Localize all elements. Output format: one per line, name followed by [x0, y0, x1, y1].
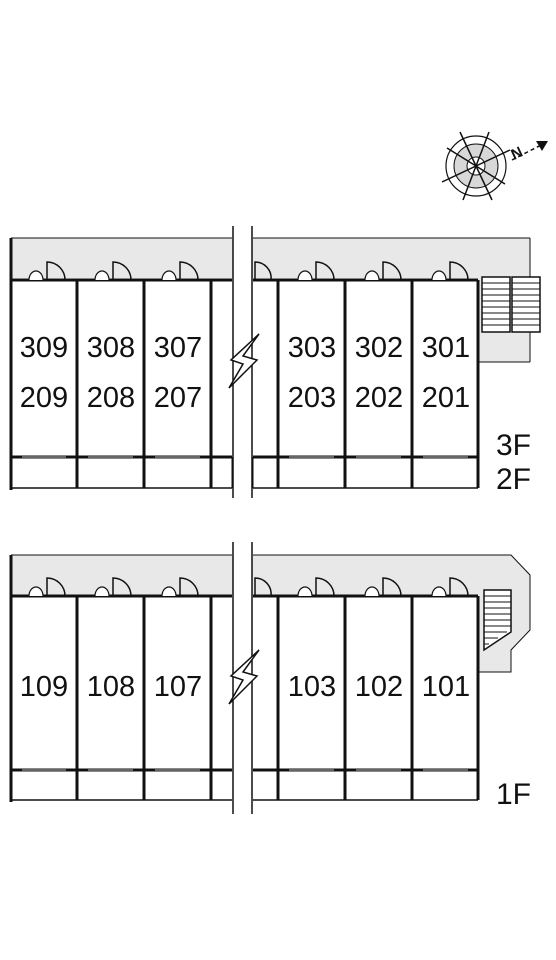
- meter-boxes-lower: [28, 586, 447, 597]
- floor-label-2f: 2F: [496, 463, 531, 496]
- unit-label-1f: 109: [20, 671, 68, 703]
- unit-label-1f: 107: [154, 671, 202, 703]
- balcony-partitions-upper: [231, 457, 254, 488]
- unit-label-1f: 108: [87, 671, 135, 703]
- unit-label-3f: 309: [20, 332, 68, 364]
- unit-label-1f: 101: [422, 671, 470, 703]
- unit-label-1f: 102: [355, 671, 403, 703]
- north-arrow-compass-icon: N: [441, 131, 548, 201]
- unit-label-2f: 203: [288, 382, 336, 414]
- unit-label-2f: 208: [87, 382, 135, 414]
- unit-label-3f: 308: [87, 332, 135, 364]
- floor-label-3f: 3F: [496, 429, 531, 462]
- corridor-lower: [11, 555, 511, 595]
- floor-label-1f: 1F: [496, 778, 531, 811]
- break-symbol-upper: [228, 333, 260, 389]
- doors-upper: [46, 261, 469, 281]
- unit-label-2f: 209: [20, 382, 68, 414]
- unit-labels-lower: 109 108 107 103 102 101: [20, 671, 470, 703]
- break-symbol-lower: [228, 649, 260, 705]
- unit-label-3f: 307: [154, 332, 202, 364]
- unit-label-3f: 302: [355, 332, 403, 364]
- unit-label-2f: 207: [154, 382, 202, 414]
- lower-block: 109 108 107 103 102 101 1F: [9, 542, 531, 814]
- corridor-edge-lower-right: [253, 554, 531, 673]
- stairs-lower: [483, 589, 512, 652]
- doors-lower: [46, 577, 469, 597]
- unit-label-3f: 301: [422, 332, 470, 364]
- party-walls-lower: [75, 596, 414, 800]
- upper-block: 309 308 307 303 302 301 209 208 207 203 …: [9, 226, 541, 498]
- stairs-upper: [481, 276, 541, 333]
- unit-labels-upper: 309 308 307 303 302 301 209 208 207 203 …: [20, 332, 470, 414]
- meter-boxes-upper: [28, 270, 447, 281]
- unit-label-2f: 201: [422, 382, 470, 414]
- unit-label-3f: 303: [288, 332, 336, 364]
- party-walls-upper: [75, 280, 414, 488]
- unit-label-2f: 202: [355, 382, 403, 414]
- unit-label-1f: 103: [288, 671, 336, 703]
- compass-north-label: N: [509, 144, 526, 164]
